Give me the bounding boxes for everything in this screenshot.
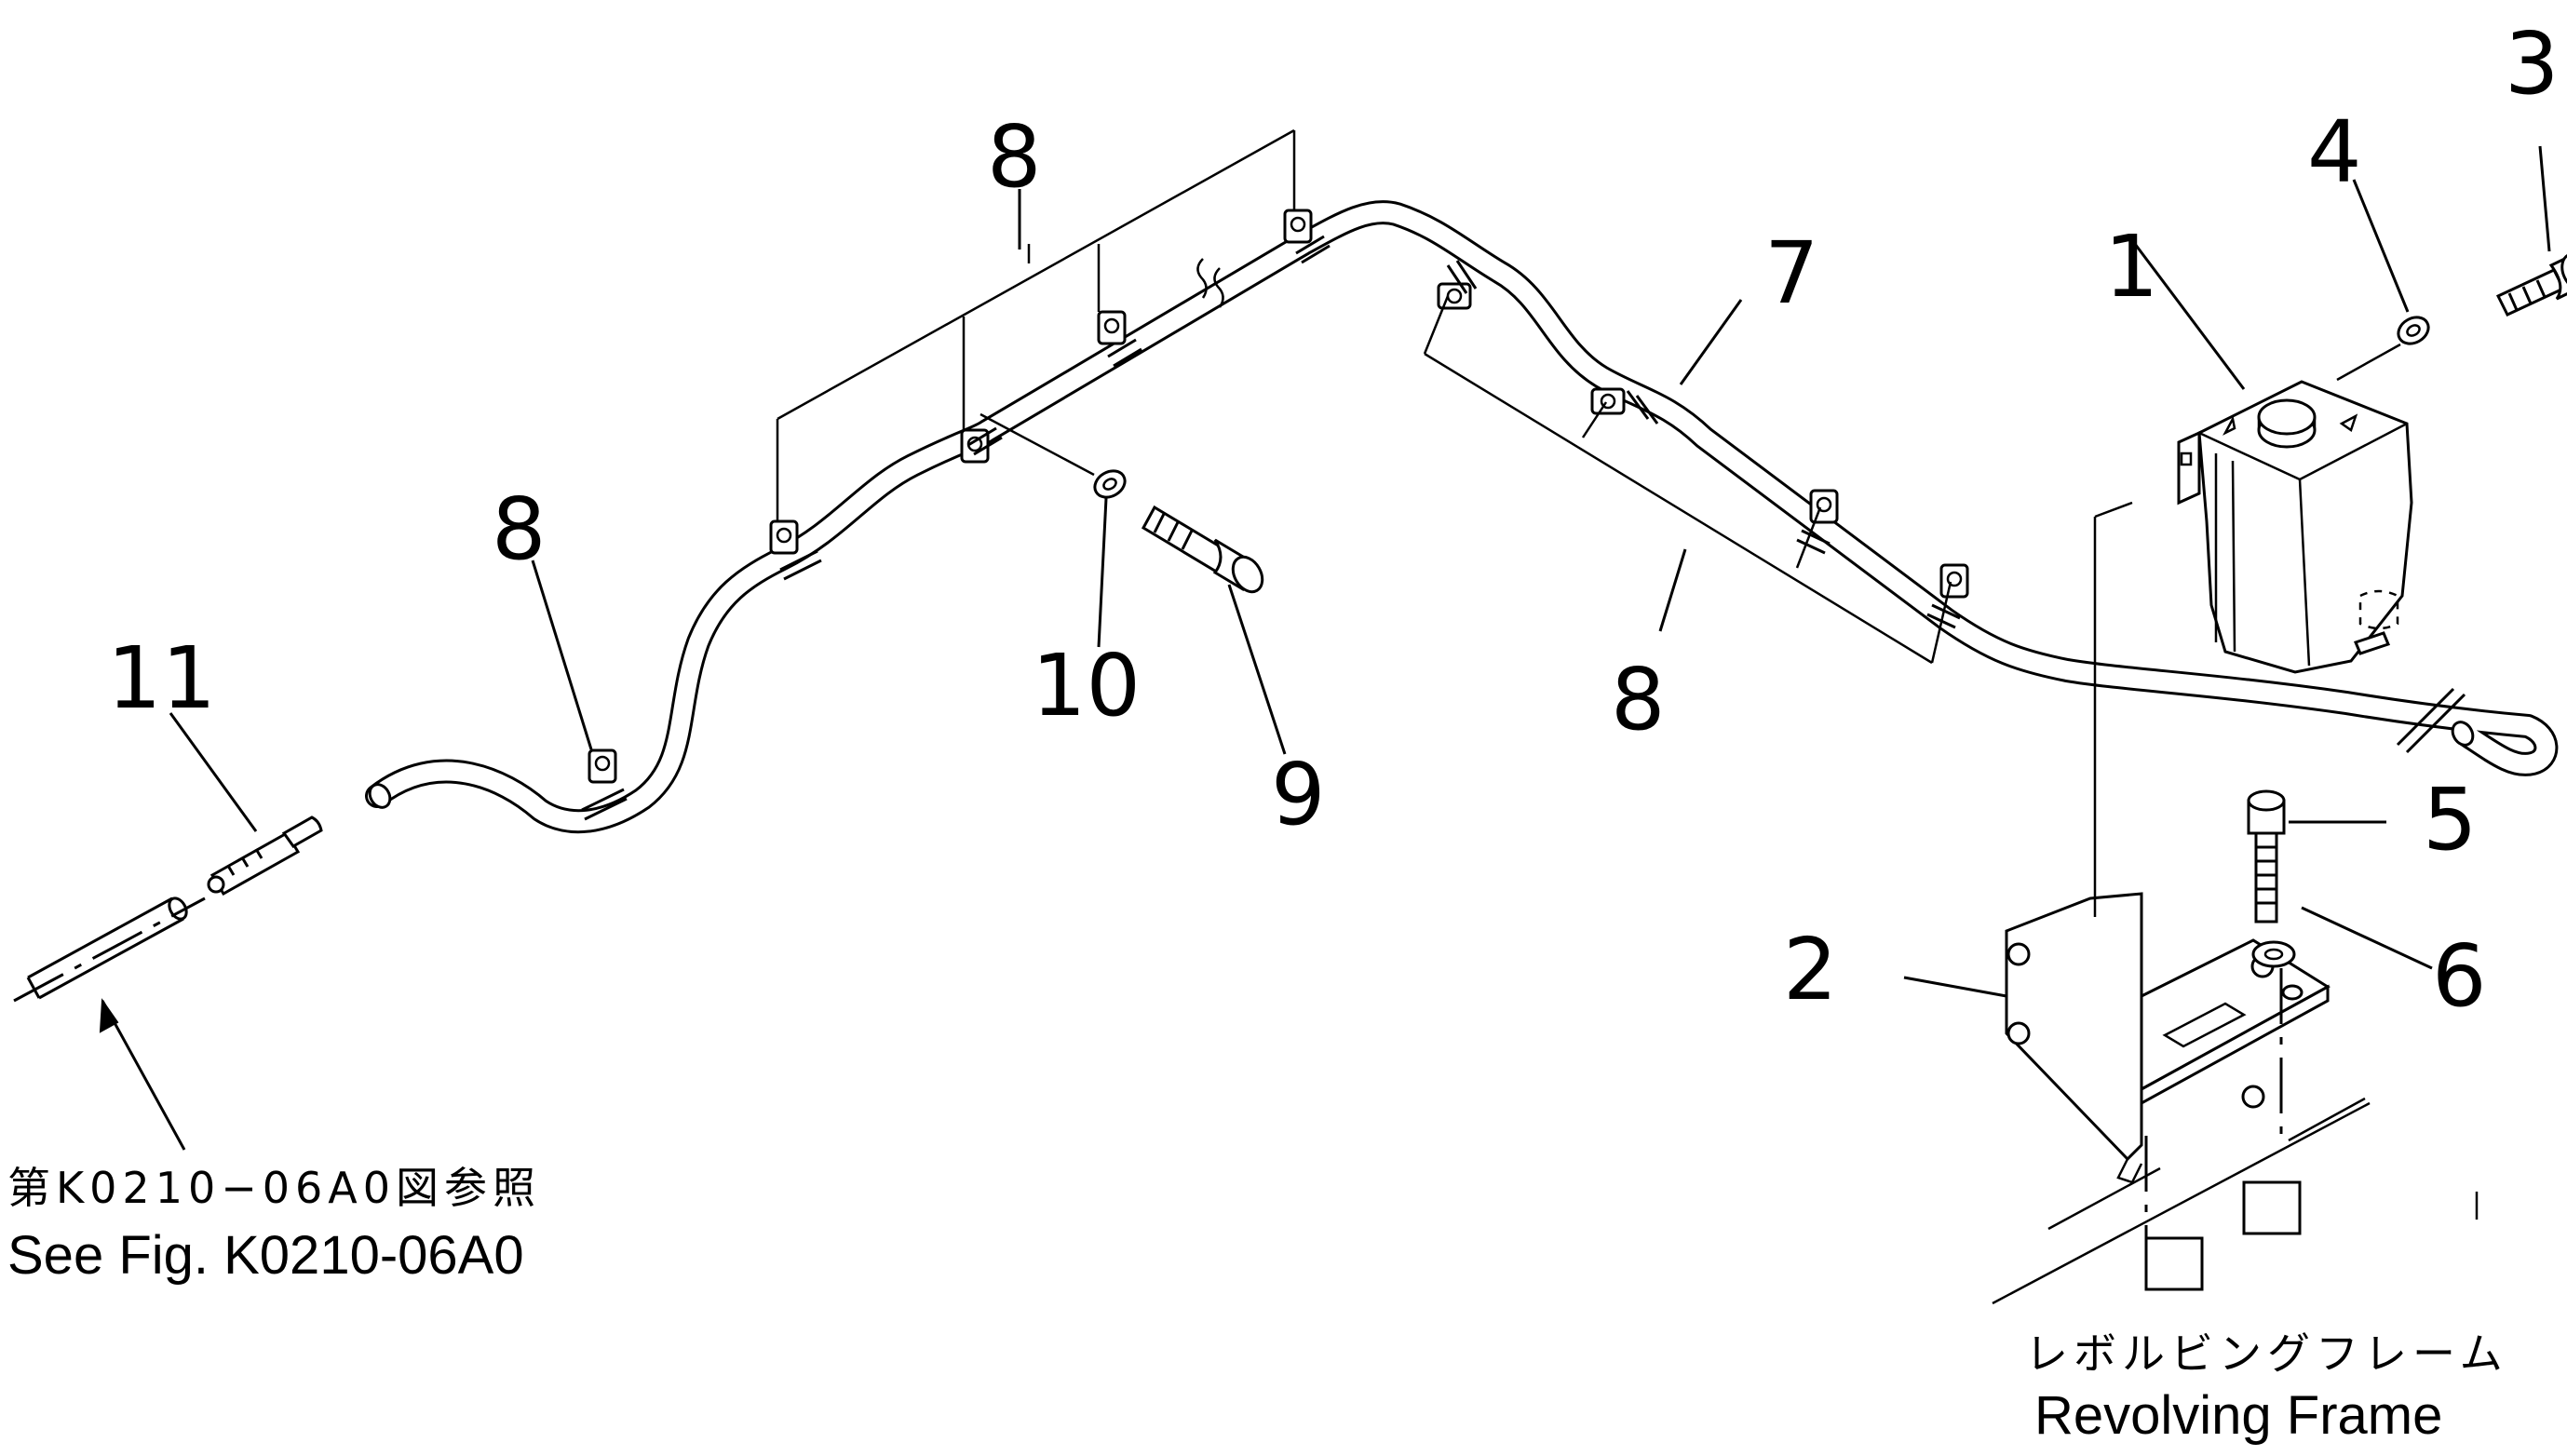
washer-4-leader xyxy=(2336,343,2401,382)
bolt-5 xyxy=(2247,789,2286,923)
reference-note-japanese: 第K0210−06A0図参照 xyxy=(7,1163,541,1213)
bolt-3 xyxy=(2495,252,2567,317)
washer-10 xyxy=(1093,469,1127,499)
clamp-2 xyxy=(769,519,822,581)
union-fitting xyxy=(207,816,323,897)
callout-7: 7 xyxy=(1764,223,1819,323)
callout-6: 6 xyxy=(2432,926,2487,1026)
callout-1: 1 xyxy=(2104,217,2159,317)
clamp-5 xyxy=(1283,209,1331,264)
clamp-7 xyxy=(1590,387,1659,425)
callout-10: 10 xyxy=(1032,636,1141,735)
callout-8-left: 8 xyxy=(492,479,547,579)
callout-11: 11 xyxy=(107,628,216,728)
bolt-9 xyxy=(1141,505,1264,594)
callout-8-right: 8 xyxy=(1611,650,1666,749)
revolving-frame xyxy=(1992,1097,2479,1305)
callout-4: 4 xyxy=(2307,102,2362,202)
pipe-assembly xyxy=(365,200,2559,834)
callout-2: 2 xyxy=(1783,920,1838,1019)
hose-end xyxy=(13,897,206,1003)
washer-6 xyxy=(2251,940,2296,968)
frame-label-japanese: レボルビングフレーム xyxy=(2025,1328,2508,1379)
clamp-4 xyxy=(1097,310,1142,368)
callout-9: 9 xyxy=(1271,745,1326,844)
callout-leaders xyxy=(99,145,2551,1151)
washer-4 xyxy=(2397,316,2430,345)
mounting-bracket xyxy=(2005,892,2331,1184)
callout-8-top: 8 xyxy=(987,107,1042,207)
pipe-clamps xyxy=(581,209,1969,821)
reservoir-tank xyxy=(2177,380,2466,754)
clamp-1 xyxy=(581,748,628,821)
callout-3: 3 xyxy=(2505,14,2560,114)
frame-label-english: Revolving Frame xyxy=(2034,1385,2442,1446)
clamp-3 xyxy=(960,426,1003,464)
washer-leader xyxy=(980,412,1095,477)
clamp-leader-lines xyxy=(776,128,1952,665)
reference-note-english: See Fig. K0210-06A0 xyxy=(7,1225,524,1286)
callout-5: 5 xyxy=(2423,770,2478,870)
